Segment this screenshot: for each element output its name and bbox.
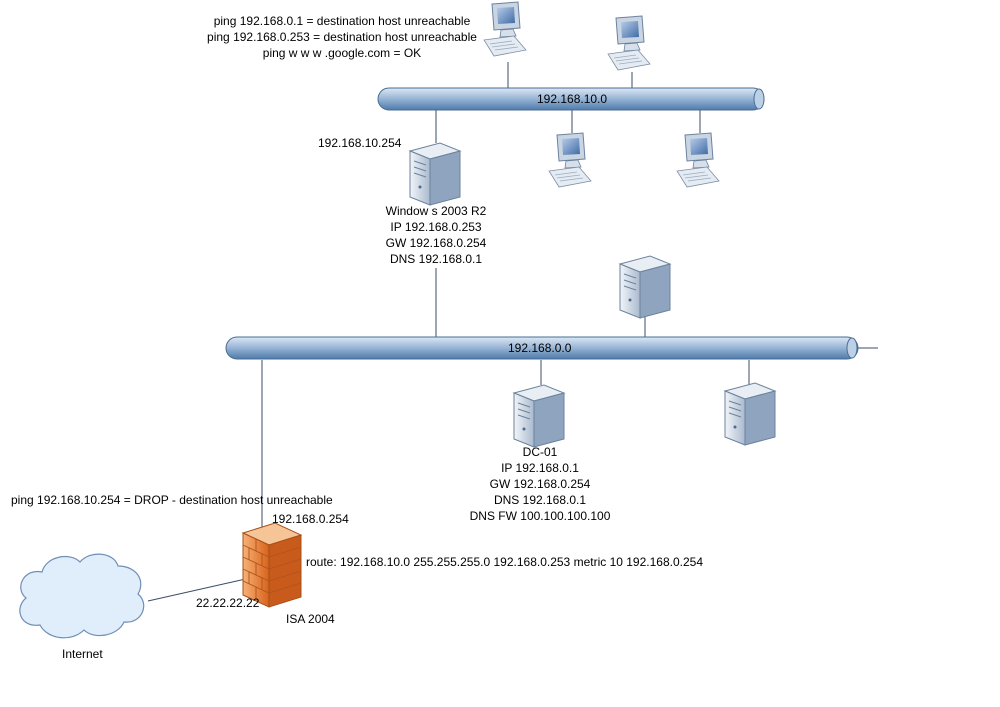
- isa-ping-note: ping 192.168.10.254 = DROP - destination…: [11, 493, 333, 507]
- ping-note-line: ping w w w .google.com = OK: [262, 46, 422, 60]
- isa-external-ip: 22.22.22.22: [196, 596, 260, 610]
- router-server-info: Window s 2003 R2 IP 192.168.0.253 GW 192…: [376, 203, 496, 267]
- ping-note-line: ping 192.168.0.1 = destination host unre…: [213, 14, 471, 28]
- bus-upper-label: 192.168.10.0: [537, 92, 608, 106]
- ping-note-line: ping 192.168.0.253 = destination host un…: [207, 30, 477, 44]
- bus-upper: [377, 87, 765, 111]
- bus-lower: [225, 336, 859, 360]
- isa-route: route: 192.168.10.0 255.255.255.0 192.16…: [306, 555, 703, 569]
- workstation-icon: [676, 132, 720, 188]
- router-info-line: IP 192.168.0.253: [390, 220, 482, 234]
- router-info-line: Window s 2003 R2: [385, 204, 487, 218]
- server-icon: [408, 142, 462, 206]
- isa-internal-ip: 192.168.0.254: [272, 512, 349, 526]
- isa-name: ISA 2004: [286, 612, 335, 626]
- dc01-info-line: GW 192.168.0.254: [489, 477, 591, 491]
- router-info-line: DNS 192.168.0.1: [389, 252, 483, 266]
- router-info-line: GW 192.168.0.254: [385, 236, 487, 250]
- server-icon: [618, 255, 672, 319]
- router-upper-ip: 192.168.10.254: [318, 136, 402, 150]
- server-icon: [723, 382, 777, 446]
- top-ping-notes: ping 192.168.0.1 = destination host unre…: [204, 13, 480, 61]
- workstation-icon: [607, 15, 651, 71]
- dc01-info: DC-01 IP 192.168.0.1 GW 192.168.0.254 DN…: [465, 444, 615, 524]
- dc01-info-line: IP 192.168.0.1: [501, 461, 579, 475]
- dc01-info-line: DC-01: [522, 445, 558, 459]
- dc01-info-line: DNS 192.168.0.1: [493, 493, 587, 507]
- server-icon: [512, 384, 566, 448]
- bus-lower-label: 192.168.0.0: [508, 341, 572, 355]
- firewall-icon: [241, 522, 303, 608]
- dc01-info-line: DNS FW 100.100.100.100: [469, 509, 611, 523]
- workstation-icon: [483, 1, 527, 57]
- cloud-icon: [19, 553, 145, 639]
- workstation-icon: [548, 132, 592, 188]
- link-isa-internet: [147, 577, 251, 602]
- internet-label: Internet: [62, 647, 103, 661]
